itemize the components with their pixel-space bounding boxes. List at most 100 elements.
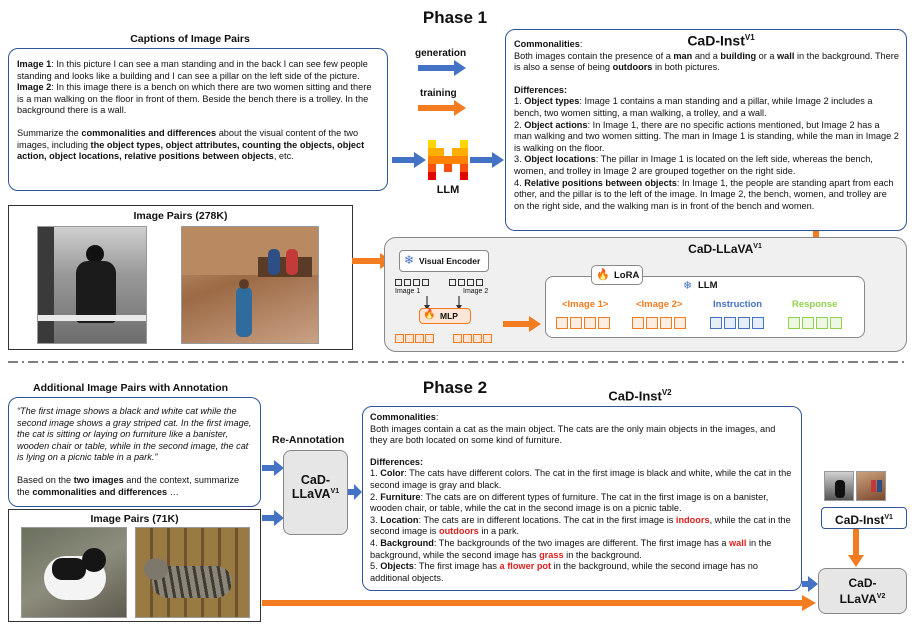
projected-token [453,334,462,343]
cad-llava-v1-reannotate-box: CaD- LLaVAV1 [283,450,348,535]
text-run: “The first image shows a black and white… [17,406,252,463]
inst-v2-diff-2: 2. Furniture: The cats are on different … [370,492,794,515]
inst-v1-diff-1: 1. Object types: Image 1 contains a man … [514,96,899,119]
llava-v1-line2: LLaVAV1 [291,487,340,501]
phase1-title: Phase 1 [422,8,488,27]
text-run: 4. [370,537,381,548]
image2-token [632,317,644,329]
text-run: the object types, object attributes, cou… [17,139,365,162]
token-instruction-label: Instruction [713,299,763,310]
projected-token [473,334,482,343]
text-run: : [579,39,583,49]
caption-instruction: Summarize the commonalities and differen… [17,128,379,163]
text-run: : The cats have different colors. The ca… [370,468,792,490]
inst-v1-diff-4: 4. Relative positions between objects: I… [514,178,899,213]
llava-v2-line1: CaD- [848,576,877,590]
text-run: man [673,50,693,61]
text-run: Object locations [524,154,596,165]
captions-title: Captions of Image Pairs [130,33,250,45]
image1-token [584,317,596,329]
cad-llava-v1-title: CaD-LLaVAV1 [688,242,762,256]
lora-box: 🔥 LoRA [591,265,643,285]
patch-token [476,279,483,286]
cad-inst-v2-title: CaD-InstV2 [608,388,672,404]
image2-token-label: Image 2 [463,288,489,295]
text-run: grass [539,549,564,560]
text-run: … [167,486,179,497]
patch-token [449,279,456,286]
visual-encoder-box: ❄ Visual Encoder [399,250,489,272]
text-run: commonalities and differences [81,127,217,138]
captions-to-llm-arrow [392,152,426,168]
captions-box: Image 1: In this picture I can see a man… [8,48,388,191]
text-run: Summarize the [17,127,82,138]
inst-v2-commonalities: Both images contain a cat as the main ob… [370,424,794,447]
text-run: Image 2 [17,82,52,93]
cad-inst-v2-box: Commonalities: Both images contain a cat… [362,406,802,591]
text-run: : The cats are on different types of fur… [370,491,769,514]
image1-token [556,317,568,329]
encoder-down-arrow [456,296,462,310]
cad-llava-v2-box: CaD- LLaVAV2 [818,568,907,614]
caption-image2: Image 2: In this image there is a bench … [17,82,379,117]
response-token [802,317,814,329]
response-token [816,317,828,329]
text-run: 4. [514,177,525,188]
image2-token [660,317,672,329]
inst-v2-diff-4: 4. Background: The backgrounds of the tw… [370,538,794,561]
cad-inst-v1-tag: CaD-InstV1 [821,507,907,529]
text-run: Object actions [524,119,588,130]
generation-label: generation [415,48,467,59]
mlp-box: 🔥 MLP [419,308,471,324]
annotation-box: “The first image shows a black and white… [8,397,261,507]
text-run: in both pictures. [652,62,720,73]
instruction-token [738,317,750,329]
training-label: training [420,88,457,99]
snowflake-icon: ❄ [404,253,415,267]
phase2-title: Phase 2 [422,378,488,397]
text-run: 2. [514,119,525,130]
cad-inst-v1-box: CaD-InstV1 Commonalities: Both images co… [505,29,907,231]
text-run: commonalities and differences [32,486,168,497]
text-run: in the background, while the second imag… [370,537,772,560]
reannotation-label: Re-Annotation [272,434,345,446]
text-run: , etc. [273,151,294,162]
photo-striped-cat [135,527,250,618]
instruction-token [710,317,722,329]
text-run: in a park. [478,526,520,537]
text-run: Relative positions between objects [524,177,677,188]
patch-token [422,279,429,286]
projected-token [415,334,424,343]
patch-token [395,279,402,286]
reannotation-to-inst-arrow [348,484,362,500]
text-run: about the visual content of the two imag… [17,127,359,150]
text-run: 1. [514,96,525,107]
visual-encoder-label: Visual Encoder [419,256,481,266]
lora-label: LoRA [614,270,640,281]
text-run: : [435,412,439,422]
photo-bw-man [37,226,147,344]
response-token [830,317,842,329]
text-run: Objects [380,561,414,572]
thumb-bench-women [856,471,886,501]
text-run: 2. [370,491,381,502]
llava-v2-line2: LLaVAV2 [839,592,886,606]
text-run: Object types [524,96,580,107]
photo-bw-cat [21,527,127,618]
text-run: : In Image 1, the people are standing ap… [514,177,894,211]
projected-token [463,334,472,343]
token-image1-label: <Image 1> [562,299,609,310]
inst-v1-commonalities-label: Commonalities: [514,39,899,51]
text-run: Differences: [514,84,568,95]
encoder-down-arrow [424,296,430,310]
llm-inner-box: ❄ LLM <Image 1> <Image 2> Instruction Re… [545,276,865,338]
text-run: and the context, summarize the [17,474,240,497]
response-token [788,317,800,329]
text-run: in the background. [563,549,642,560]
text-run: outdoors [438,526,479,537]
inst-v1-diff-2: 2. Object actions: In Image 1, there are… [514,120,899,155]
token-image2-label: <Image 2> [636,299,683,310]
projected-token [405,334,414,343]
text-run: 1. [370,468,381,479]
text-run: in the background, while the second imag… [370,561,758,583]
